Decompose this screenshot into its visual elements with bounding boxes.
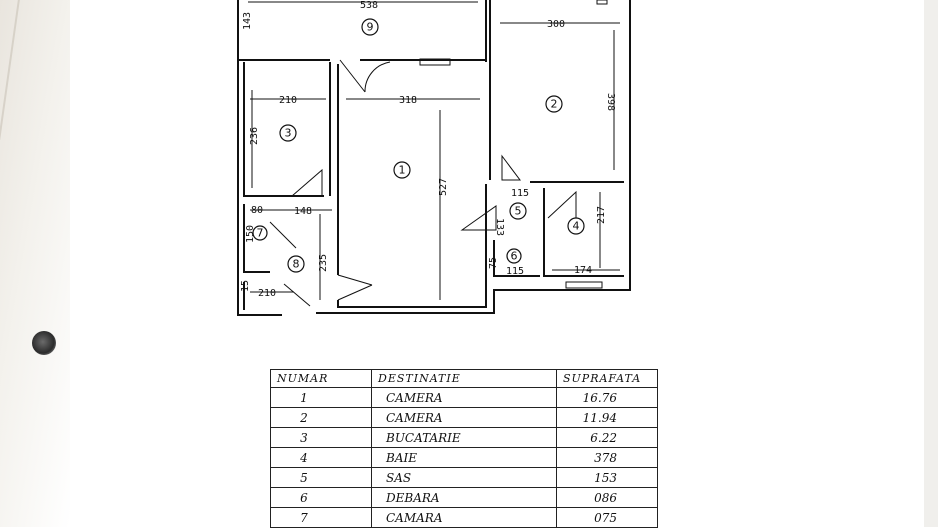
table-row: 3 BUCATARIE 6.22	[270, 427, 658, 448]
room-circle-5	[509, 202, 527, 220]
room-circle-9	[361, 18, 379, 36]
header-destinatie: DESTINATIE	[371, 369, 557, 388]
wall-camara	[243, 204, 270, 273]
row-destinatie: CAMERA	[371, 387, 557, 408]
dim-label-room9-width: 538	[360, 0, 378, 11]
room-number-8: 8	[293, 258, 300, 271]
door-entry	[283, 283, 311, 307]
page-edge	[0, 0, 70, 527]
dim-label-cam-height: 150	[245, 225, 256, 243]
row-numar: 1	[270, 387, 372, 408]
window-bath	[565, 281, 603, 289]
outer-wall-left	[237, 0, 282, 316]
wall-room1-bottom	[337, 184, 487, 308]
dim-label-entry-height: 15	[240, 280, 251, 292]
row-numar: 2	[270, 407, 372, 428]
row-destinatie: BUCATARIE	[371, 427, 557, 448]
dim-label-storage-width: 115	[506, 266, 524, 277]
room-number-3: 3	[285, 127, 292, 140]
dim-label-room3-height: 236	[249, 127, 260, 145]
dim-label-bath-width: 174	[574, 265, 592, 276]
row-numar: 5	[270, 467, 372, 488]
row-suprafata: 378	[556, 447, 658, 468]
dim-label-bath-height: 217	[596, 206, 607, 224]
door-bath	[547, 190, 577, 219]
header-numar: NUMAR	[270, 369, 372, 388]
row-numar: 4	[270, 447, 372, 468]
row-suprafata: 16.76	[556, 387, 658, 408]
wall-kitchen	[243, 62, 324, 197]
wall-bath	[543, 188, 624, 277]
room-number-1: 1	[399, 164, 406, 177]
table-row: 6 DEBARA 086	[270, 487, 658, 508]
row-suprafata: 11.94	[556, 407, 658, 428]
room-number-4: 4	[573, 220, 580, 233]
door-kitchen	[291, 168, 323, 197]
dim-label-room1-height: 527	[438, 178, 449, 196]
dim-label-sas-height: 133	[494, 218, 505, 236]
room-circle-7	[252, 225, 268, 241]
wall-storage	[493, 240, 540, 277]
room-number-7: 7	[257, 227, 264, 240]
door-room1	[337, 274, 373, 301]
row-numar: 7	[270, 507, 372, 528]
dimension-lines	[248, 1, 620, 300]
walls	[237, 0, 631, 316]
row-suprafata: 153	[556, 467, 658, 488]
room-circle-4	[567, 217, 585, 235]
row-destinatie: SAS	[371, 467, 557, 488]
right-page-edge	[924, 0, 938, 527]
row-destinatie: DEBARA	[371, 487, 557, 508]
floor-plan: 538 300 398 143 210 236 318 527 115 133 …	[237, 0, 631, 316]
dim-label-room1-width: 318	[399, 95, 417, 106]
row-suprafata: 075	[556, 507, 658, 528]
room-circle-1	[393, 161, 411, 179]
header-suprafata: SUPRAFATA	[556, 369, 658, 388]
row-destinatie: CAMARA	[371, 507, 557, 528]
dim-label-small-a: 80	[251, 205, 263, 216]
row-numar: 6	[270, 487, 372, 508]
room-circle-6	[506, 248, 522, 264]
row-destinatie: BAIE	[371, 447, 557, 468]
dim-label-room3-width: 210	[279, 95, 297, 106]
room-circle-3	[279, 124, 297, 142]
room-circle-2	[545, 95, 563, 113]
dim-label-sas-width: 115	[511, 188, 529, 199]
window-room9	[419, 58, 451, 66]
area-table: NUMAR DESTINATIE SUPRAFATA 1 CAMERA 16.7…	[270, 369, 658, 528]
room-number-5: 5	[515, 205, 522, 218]
dim-label-hall-height: 235	[318, 254, 329, 272]
table-row: 4 BAIE 378	[270, 447, 658, 468]
door-room9	[339, 59, 391, 93]
row-numar: 3	[270, 427, 372, 448]
row-destinatie: CAMERA	[371, 407, 557, 428]
dim-label-room2-height: 398	[605, 93, 616, 111]
window-room2	[596, 0, 608, 5]
dim-label-room2-width: 300	[547, 19, 565, 30]
dim-label-room9-height: 143	[242, 12, 253, 30]
room-number-6: 6	[511, 250, 518, 263]
punch-hole	[32, 331, 56, 355]
table-row: 2 CAMERA 11.94	[270, 407, 658, 428]
dim-label-cam-width: 148	[294, 206, 312, 217]
door-room2	[501, 154, 521, 181]
room-number-2: 2	[551, 98, 558, 111]
row-suprafata: 086	[556, 487, 658, 508]
outer-wall-bottom-right	[316, 0, 631, 314]
table-row: 1 CAMERA 16.76	[270, 387, 658, 408]
room-number-9: 9	[367, 21, 374, 34]
room-circle-8	[287, 255, 305, 273]
table-row: 7 CAMARA 075	[270, 507, 658, 528]
row-suprafata: 6.22	[556, 427, 658, 448]
windows	[419, 0, 608, 289]
table-header-row: NUMAR DESTINATIE SUPRAFATA	[270, 369, 658, 388]
doors	[269, 59, 577, 307]
dim-label-entry-width: 210	[258, 288, 276, 299]
door-sas	[460, 205, 497, 231]
door-camara	[269, 221, 297, 249]
table-row: 5 SAS 153	[270, 467, 658, 488]
dim-label-small-b: 75	[488, 257, 499, 269]
